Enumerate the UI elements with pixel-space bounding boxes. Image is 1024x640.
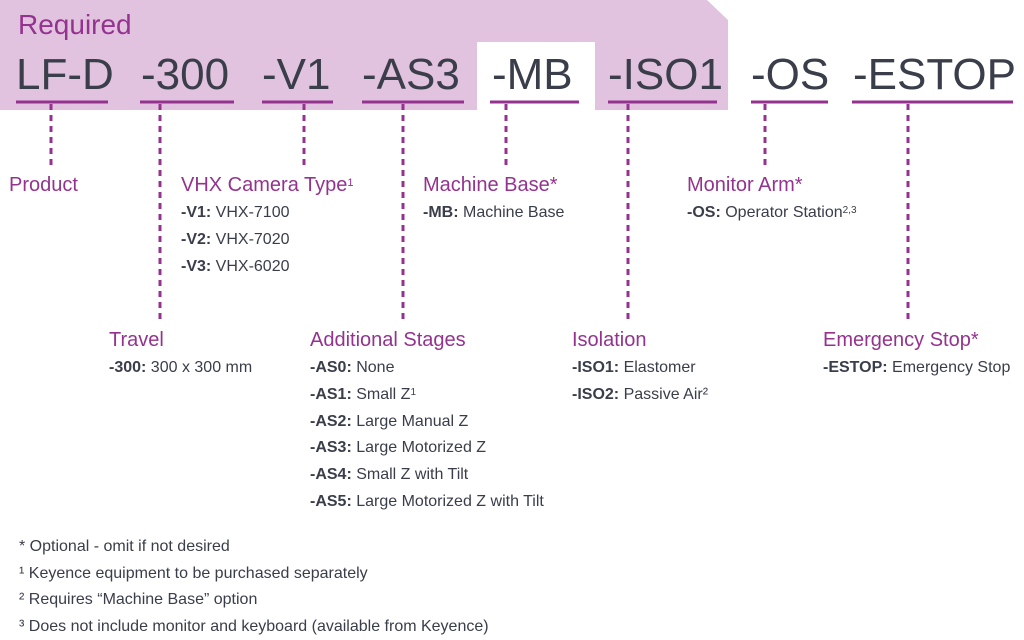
footnote: ³ Does not include monitor and keyboard … <box>19 617 489 635</box>
option-code: -ESTOP: <box>823 359 888 376</box>
option-text: 300 x 300 mm <box>146 359 253 376</box>
option-code: -AS0: <box>310 359 352 376</box>
label-base: Machine Base* <box>423 174 558 196</box>
option-code: -ISO1: <box>572 359 620 376</box>
option-code: -V2: <box>181 230 212 248</box>
option-code: -AS4: <box>310 466 352 484</box>
label-camera-sup: 1 <box>347 177 354 189</box>
option-code: -300: <box>109 359 147 376</box>
option-text: VHX-7020 <box>211 230 290 248</box>
code-base: -MB <box>492 50 573 99</box>
code-travel: -300 <box>141 50 230 99</box>
code-camera: -V1 <box>262 50 331 99</box>
label-camera: VHX Camera Type1 <box>181 173 354 197</box>
option-text: Large Manual Z <box>351 412 469 430</box>
options-isolation: -ISO1: Elastomer -ISO2: Passive Air² <box>572 355 708 409</box>
code-isolation: -ISO1 <box>608 50 723 99</box>
footnote: * Optional - omit if not desired <box>19 538 230 555</box>
option-code: -AS5: <box>310 492 352 510</box>
option-text: Small Z with Tilt <box>351 466 469 484</box>
footnote: ² Requires “Machine Base” option <box>19 591 258 609</box>
option-row: -AS3: Large Motorized Z <box>310 435 544 462</box>
option-row: -AS4: Small Z with Tilt <box>310 462 544 489</box>
label-stages: Additional Stages <box>310 329 466 351</box>
options-estop: -ESTOP: Emergency Stop <box>823 355 1010 382</box>
option-row: -AS1: Small Z1 <box>310 382 544 409</box>
option-text: Large Motorized Z with Tilt <box>351 492 544 510</box>
required-label: Required <box>18 9 132 40</box>
label-isolation: Isolation <box>572 329 647 351</box>
option-text: VHX-6020 <box>211 257 290 275</box>
option-row: -ISO2: Passive Air² <box>572 382 708 409</box>
label-camera-text: VHX Camera Type <box>181 174 348 196</box>
option-text: VHX-7100 <box>211 204 290 221</box>
option-code: -AS3: <box>310 439 352 457</box>
option-row: -MB: Machine Base <box>423 200 564 227</box>
option-row: -AS0: None <box>310 355 544 382</box>
option-row: -ISO1: Elastomer <box>572 355 708 382</box>
option-text: Emergency Stop <box>887 359 1011 376</box>
option-row: -V3: VHX-6020 <box>181 254 290 281</box>
option-sup: 1 <box>410 386 417 398</box>
option-row: -ESTOP: Emergency Stop <box>823 355 1010 382</box>
footnote: ¹ Keyence equipment to be purchased sepa… <box>19 564 368 582</box>
label-monitor: Monitor Arm* <box>687 174 803 196</box>
code-product: LF-D <box>16 50 114 99</box>
option-text: Small Z <box>351 385 411 403</box>
option-text: Operator Station <box>720 204 843 221</box>
code-monitor: -OS <box>751 50 830 99</box>
option-row: -V1: VHX-7100 <box>181 200 290 227</box>
required-band <box>0 0 728 110</box>
option-text: Large Motorized Z <box>351 439 487 457</box>
option-code: -AS1: <box>310 385 352 403</box>
option-row: -AS5: Large Motorized Z with Tilt <box>310 489 544 516</box>
label-estop: Emergency Stop* <box>823 329 979 351</box>
option-row: -V2: VHX-7020 <box>181 227 290 254</box>
option-code: -AS2: <box>310 412 352 430</box>
footnotes: * Optional - omit if not desired ¹ Keyen… <box>19 534 489 640</box>
option-row: -AS2: Large Manual Z <box>310 409 544 436</box>
options-stages: -AS0: None -AS1: Small Z1 -AS2: Large Ma… <box>310 355 544 516</box>
options-camera: -V1: VHX-7100 -V2: VHX-7020 -V3: VHX-602… <box>181 200 290 280</box>
option-code: -V3: <box>181 257 212 275</box>
option-code: -MB: <box>423 204 459 221</box>
code-stages: -AS3 <box>362 50 460 99</box>
option-code: -V1: <box>181 204 212 221</box>
options-travel: -300: 300 x 300 mm <box>109 355 252 382</box>
option-row: -300: 300 x 300 mm <box>109 355 252 382</box>
options-monitor: -OS: Operator Station2,3 <box>687 200 857 227</box>
options-base: -MB: Machine Base <box>423 200 564 227</box>
code-estop: -ESTOP <box>853 50 1017 99</box>
option-text: None <box>351 359 395 376</box>
option-sup: 2,3 <box>842 205 857 216</box>
option-text: Machine Base <box>458 204 565 221</box>
option-row: -OS: Operator Station2,3 <box>687 200 857 227</box>
option-code: -OS: <box>687 204 721 221</box>
label-product: Product <box>9 174 78 196</box>
option-text: Elastomer <box>619 359 696 376</box>
label-travel: Travel <box>109 329 164 351</box>
option-code: -ISO2: <box>572 385 620 403</box>
option-text: Passive Air² <box>619 385 709 403</box>
